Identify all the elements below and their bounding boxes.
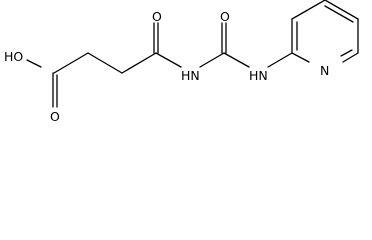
chemical-structure: HO O O O HN HN N xyxy=(4,0,359,124)
bond-n2-ring xyxy=(267,52,293,68)
urea-nitrogen-label: HN xyxy=(249,68,268,83)
ring-bond-5 xyxy=(342,52,359,63)
ring-bond-5-inner xyxy=(340,49,353,57)
ring-bond-3 xyxy=(324,0,359,20)
ring-bond-3-inner xyxy=(324,5,354,23)
imide-nitrogen-label: HN xyxy=(181,68,200,83)
pyridine-nitrogen-label: N xyxy=(320,63,329,78)
urea-oxygen-label: O xyxy=(220,9,230,24)
bond-c5-n2 xyxy=(223,52,250,68)
bond-c1-c2 xyxy=(53,52,89,74)
bonds xyxy=(26,0,359,108)
amide-oxygen-label: O xyxy=(152,9,162,24)
hydroxyl-label: HO xyxy=(4,49,23,64)
bond-c4-n1 xyxy=(155,52,182,68)
bond-oh-c1 xyxy=(26,59,42,68)
atom-labels: HO O O O HN HN N xyxy=(4,9,329,124)
bond-c2-c3 xyxy=(87,52,123,74)
bond-n1-c5 xyxy=(199,52,225,68)
bond-c3-c4 xyxy=(121,52,157,74)
ring-bond-6 xyxy=(291,52,310,63)
ring-bond-2 xyxy=(291,0,326,20)
carboxyl-oxygen-label: O xyxy=(50,109,60,124)
